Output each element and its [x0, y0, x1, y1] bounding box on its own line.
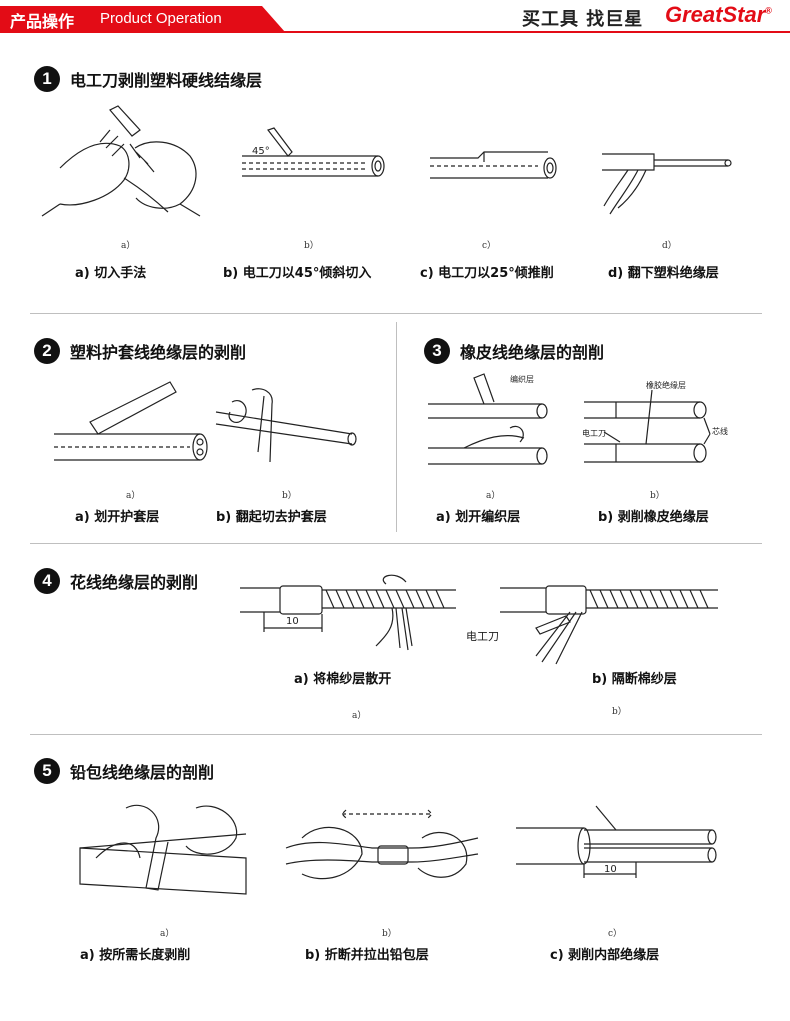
section-3-number: 3	[424, 338, 450, 364]
illustration-1a-hands-cutting	[41, 105, 201, 217]
illustration-1d-fold-down	[602, 153, 732, 215]
step-4a-sublabel: a）	[352, 711, 367, 721]
tag-electrician-knife-4b: 电工刀	[466, 630, 499, 643]
step-1d-caption: d) 翻下塑料绝缘层	[608, 266, 719, 281]
header-tab: 产品操作 Product Operation	[0, 6, 285, 32]
section-5-title: 5 铅包线绝缘层的剖削	[34, 758, 214, 784]
step-1d-sublabel: d）	[662, 241, 677, 251]
step-1b-sublabel: b）	[304, 241, 319, 251]
illustration-5a-measure-cut	[79, 804, 247, 895]
step-2b-sublabel: b）	[282, 491, 297, 501]
section-1-heading: 电工刀剥削塑料硬线结缘层	[70, 71, 263, 90]
step-1c-caption: c) 电工刀以25°倾推削	[420, 266, 554, 281]
illustration-2b-fold-sheath	[215, 388, 357, 463]
illustration-1c-push-cut	[430, 151, 557, 179]
step-2a-caption: a) 划开护套层	[75, 510, 160, 525]
page-header: 产品操作 Product Operation 买工具 找巨星 GreatStar…	[0, 0, 790, 36]
step-5b-caption: b) 折断并拉出铅包层	[305, 948, 429, 963]
section-divider-2	[30, 543, 762, 544]
section-divider-1	[30, 313, 762, 314]
step-5c-sublabel: c）	[608, 929, 623, 939]
angle-label-45: 45°	[252, 146, 270, 157]
registered-mark: ®	[765, 5, 772, 16]
step-4b-caption: b) 隔断棉纱层	[592, 672, 677, 687]
illustration-5c-strip-inner: 10	[516, 805, 717, 878]
section-2-heading: 塑料护套线绝缘层的剥削	[70, 343, 247, 362]
step-2a-sublabel: a）	[126, 491, 141, 501]
step-1a-caption: a) 切入手法	[75, 266, 147, 281]
step-2b-caption: b) 翻起切去护套层	[216, 510, 327, 525]
step-3b-sublabel: b）	[650, 491, 665, 501]
tag-braid-layer: 编织层	[510, 374, 534, 384]
step-3a-caption: a) 划开编织层	[436, 510, 521, 525]
section-3-heading: 橡皮线绝缘层的剖削	[460, 343, 605, 362]
section-4-heading: 花线绝缘层的剥削	[70, 573, 199, 592]
illustration-4a-spread-cotton: 10	[240, 574, 456, 651]
step-3b-caption: b) 剥削橡皮绝缘层	[598, 510, 709, 525]
dimension-5c: 10	[604, 864, 617, 875]
step-1c-sublabel: c）	[482, 241, 497, 251]
header-tab-en: Product Operation	[100, 10, 222, 27]
slogan: 买工具 找巨星	[522, 9, 644, 30]
tag-rubber-insulation: 橡胶绝缘层	[646, 380, 686, 390]
section-2-number: 2	[34, 338, 60, 364]
illustration-3b-strip-rubber: 橡胶绝缘层 电工刀 芯线	[582, 380, 728, 463]
brand-name: GreatStar	[665, 2, 766, 27]
step-4b-sublabel: b）	[612, 707, 627, 717]
illustration-1b-knife-45: 45°	[242, 127, 385, 177]
tag-core-wire: 芯线	[712, 426, 728, 436]
step-5b-sublabel: b）	[382, 929, 397, 939]
header-tab-cn: 产品操作	[10, 12, 75, 31]
section-3-title: 3 橡皮线绝缘层的剖削	[424, 338, 604, 364]
step-5a-caption: a) 按所需长度剥削	[80, 948, 191, 963]
step-1b-caption: b) 电工刀以45°倾斜切入	[223, 266, 372, 281]
header-rule	[0, 31, 790, 33]
illustration-2a-slit-sheath	[54, 381, 208, 461]
step-5a-sublabel: a）	[160, 929, 175, 939]
section-divider-3	[30, 734, 762, 735]
section-2-title: 2 塑料护套线绝缘层的剥削	[34, 338, 246, 364]
section-5-heading: 铅包线绝缘层的剖削	[70, 763, 215, 782]
illustration-3a-slit-braid: 编织层	[428, 373, 548, 465]
section-5-number: 5	[34, 758, 60, 784]
step-1a-sublabel: a）	[121, 241, 136, 251]
section-4-title: 4 花线绝缘层的剥削	[34, 568, 198, 594]
section-4-number: 4	[34, 568, 60, 594]
section-1-number: 1	[34, 66, 60, 92]
step-4a-caption: a) 将棉纱层散开	[294, 672, 392, 687]
step-3a-sublabel: a）	[486, 491, 501, 501]
section-1-title: 1 电工刀剥削塑料硬线结缘层	[34, 66, 262, 92]
illustration-4b-cut-cotton: 电工刀	[466, 585, 718, 665]
brand-logo: GreatStar®	[665, 2, 772, 28]
section-divider-vertical	[396, 322, 397, 532]
tag-electrician-knife: 电工刀	[582, 428, 606, 438]
dimension-4a: 10	[286, 616, 299, 627]
illustration-5b-break-pull	[285, 809, 479, 880]
step-5c-caption: c) 剥削内部绝缘层	[550, 948, 660, 963]
